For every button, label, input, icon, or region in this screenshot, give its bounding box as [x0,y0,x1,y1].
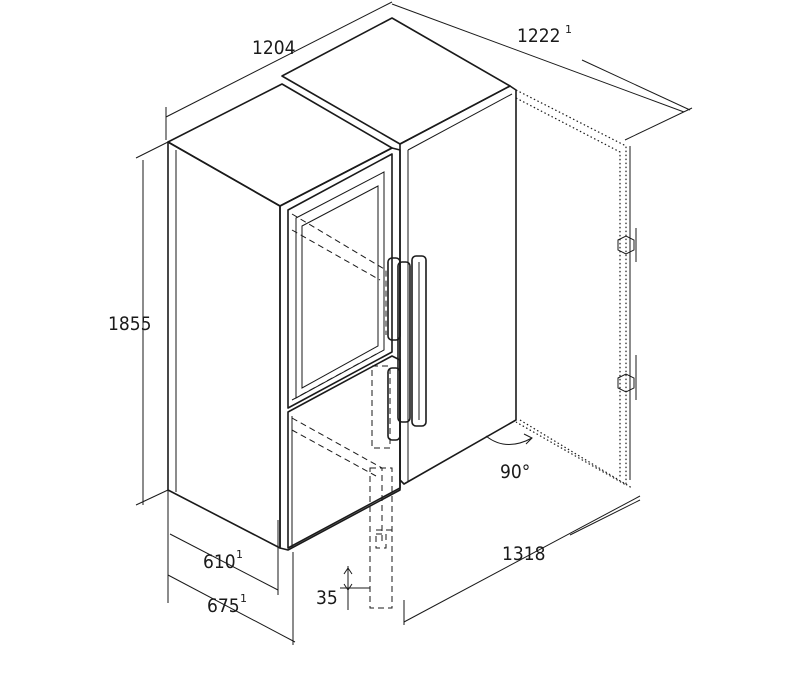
open-door-outline [291,213,396,609]
hinge-bottom [617,373,635,393]
dimension-labels: 1204 1222 1 1855 610 1 675 1 1318 35 90° [108,23,572,617]
hinge-top [617,235,635,255]
dim-line-depth-open [391,3,685,113]
label-door-angle: 90° [500,461,530,483]
label-depth-body: 610 [203,551,236,573]
left-unit-side [167,141,281,549]
angle-arc [485,435,533,445]
label-door-gap: 35 [316,587,338,609]
label-depth-handle-sup: 1 [240,592,247,605]
label-depth-handle: 675 [207,595,240,617]
dim-line-width [165,1,393,118]
dim-line-door-swing [403,495,641,623]
dim-line-depth-body [169,533,279,591]
dimension-lines [135,1,693,645]
label-depth-body-sup: 1 [236,548,243,561]
left-unit [167,83,401,551]
right-unit-front [399,85,517,485]
label-door-swing: 1318 [502,543,546,565]
right-door-open [485,89,637,489]
glass-pane [295,171,385,399]
label-depth-open-sup: 1 [565,23,572,36]
right-door-handle [411,255,427,427]
glass-door-handle [387,257,401,341]
right-unit [281,17,517,485]
label-depth-open: 1222 [517,25,561,47]
left-unit-front [279,147,401,551]
left-unit-handles [387,257,411,441]
right-unit-top [281,17,511,145]
glass-door [287,153,393,409]
left-unit-top [167,83,393,207]
label-width: 1204 [252,37,296,59]
drawer-handle [387,367,401,441]
label-height: 1855 [108,313,152,335]
dim-line-depth-handle [167,574,296,643]
